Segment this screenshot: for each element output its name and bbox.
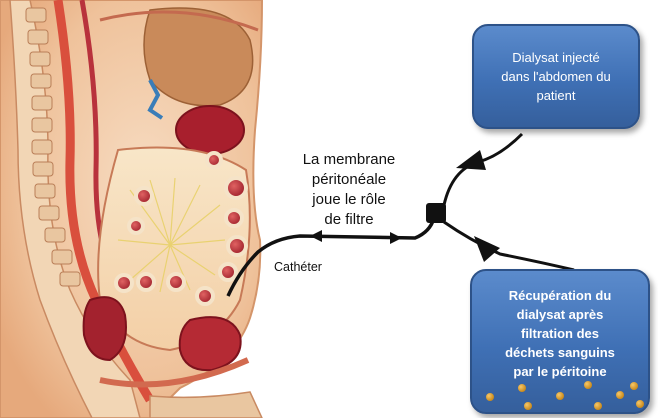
waste-particle [518,384,526,392]
bottom-box-line-3: filtration des [472,324,648,343]
outflow-arrow [474,236,500,262]
bottom-box-line-4: déchets sanguins [472,343,648,362]
bottom-box-line-2: dialysat après [472,305,648,324]
waste-particle [616,391,624,399]
dialysate-injection-box: Dialysat injecté dans l'abdomen du patie… [472,24,640,129]
waste-particle [584,381,592,389]
catheter-arrow-left [310,230,322,242]
membrane-line-1: La membrane [262,150,436,170]
waste-particle [524,402,532,410]
body-anatomy [0,0,262,418]
bottom-box-line-1: Récupération du [472,286,648,305]
inflow-arrow [456,150,486,170]
stomach [176,106,244,154]
membrane-line-4: de filtre [262,210,436,230]
waste-particle [594,402,602,410]
top-box-line-2: dans l'abdomen du [474,67,638,86]
bladder [180,317,241,370]
bottom-box-line-5: par le péritoine [472,362,648,381]
waste-particle [556,392,564,400]
membrane-label: La membrane péritonéale joue le rôle de … [262,150,436,230]
waste-particle [630,382,638,390]
membrane-line-2: péritonéale [262,170,436,190]
rectum [84,297,126,360]
membrane-line-3: joue le rôle [262,190,436,210]
catheter-label: Cathéter [274,260,322,274]
top-box-line-1: Dialysat injecté [474,48,638,67]
catheter-arrow-right [390,232,402,244]
outflow-line [444,222,574,270]
waste-particle [636,400,644,408]
waste-particle [486,393,494,401]
top-box-line-3: patient [474,86,638,105]
